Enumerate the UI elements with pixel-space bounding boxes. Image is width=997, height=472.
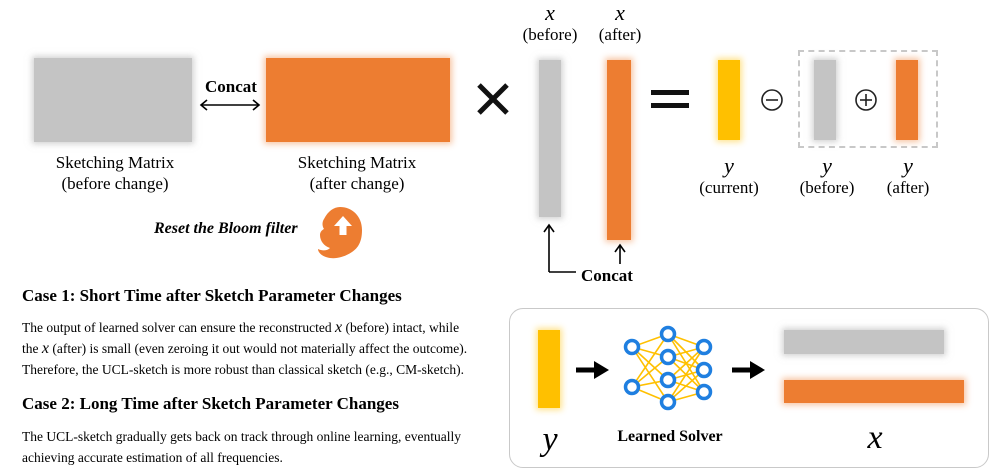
equals-icon <box>651 90 689 108</box>
y-before-caption: y (before) <box>792 155 862 198</box>
x-after-vector <box>607 60 631 240</box>
x-before-header: x (before) <box>520 2 580 45</box>
learned-solver-label: Learned Solver <box>617 428 723 445</box>
reset-bloom-label: Reset the Bloom filter <box>154 220 298 237</box>
y-current-caption: y (current) <box>694 155 764 198</box>
double-arrow-icon <box>199 99 261 111</box>
sketch-after-line1: Sketching Matrix <box>297 153 417 172</box>
y-after-vector <box>896 60 918 140</box>
y-current-vector <box>718 60 740 140</box>
y-before-label: (before) <box>799 178 855 197</box>
x-after-header: x (after) <box>590 2 650 45</box>
x-after-var: x <box>615 0 625 25</box>
arrow-right-icon-2 <box>732 361 765 379</box>
y-after-label: (after) <box>886 178 930 197</box>
case2-body: The UCL-sketch gradually gets back on tr… <box>22 426 502 468</box>
concat-bottom-arrows <box>543 223 626 273</box>
concat-label-top: Concat <box>205 77 257 96</box>
case1-line2-a: the <box>22 341 42 356</box>
solver-x-before-vector <box>784 330 944 354</box>
neural-network-icon <box>623 325 713 411</box>
y-components-box <box>798 50 938 148</box>
case1-line2-b: (after) is small (even zeroing it out wo… <box>48 341 468 356</box>
sketch-after-line2: (after change) <box>309 174 405 193</box>
y-after-var: y <box>903 153 913 178</box>
case1-x-after: x <box>41 340 49 357</box>
case1-line1: The output of learned solver can ensure … <box>22 317 502 338</box>
ominus-icon <box>761 89 783 111</box>
solver-x-after-vector <box>784 380 964 403</box>
y-before-vector <box>814 60 836 140</box>
solver-y-vector <box>538 330 560 408</box>
case1-line3: Therefore, the UCL-sketch is more robust… <box>22 362 464 377</box>
y-current-label: (current) <box>699 178 759 197</box>
sketch-before-line2: (before change) <box>61 174 169 193</box>
solver-x-var: x <box>867 419 883 456</box>
case1-x-before: x <box>335 319 343 336</box>
case2-title: Case 2: Long Time after Sketch Parameter… <box>22 394 399 413</box>
case1-line2: the x (after) is small (even zeroing it … <box>22 338 502 359</box>
x-after-label: (after) <box>598 25 642 44</box>
x-before-label: (before) <box>522 25 578 44</box>
bloom-reset-icon <box>318 207 362 259</box>
solver-y-var: y <box>542 421 558 458</box>
sketching-matrix-after <box>266 58 450 142</box>
case1-body: The output of learned solver can ensure … <box>22 317 502 380</box>
multiply-icon <box>477 83 509 115</box>
y-before-var: y <box>822 153 832 178</box>
x-before-var: x <box>545 0 555 25</box>
case1-line1-a: The output of learned solver can ensure … <box>22 320 335 335</box>
sketch-before-line1: Sketching Matrix <box>55 153 175 172</box>
sketching-matrix-before <box>34 58 192 142</box>
sketch-before-caption: Sketching Matrix (before change) <box>20 152 210 194</box>
oplus-icon <box>855 89 877 111</box>
concat-label-bottom: Concat <box>581 266 633 285</box>
case1-title: Case 1: Short Time after Sketch Paramete… <box>22 286 402 305</box>
x-before-vector <box>539 60 561 217</box>
case2-line1: The UCL-sketch gradually gets back on tr… <box>22 429 461 444</box>
y-current-var: y <box>724 153 734 178</box>
sketch-after-caption: Sketching Matrix (after change) <box>262 152 452 194</box>
case2-line2: achieving accurate estimation of all fre… <box>22 450 283 465</box>
arrow-right-icon <box>576 361 609 379</box>
case1-line1-b: (before) intact, while <box>342 320 460 335</box>
y-after-caption: y (after) <box>873 155 943 198</box>
